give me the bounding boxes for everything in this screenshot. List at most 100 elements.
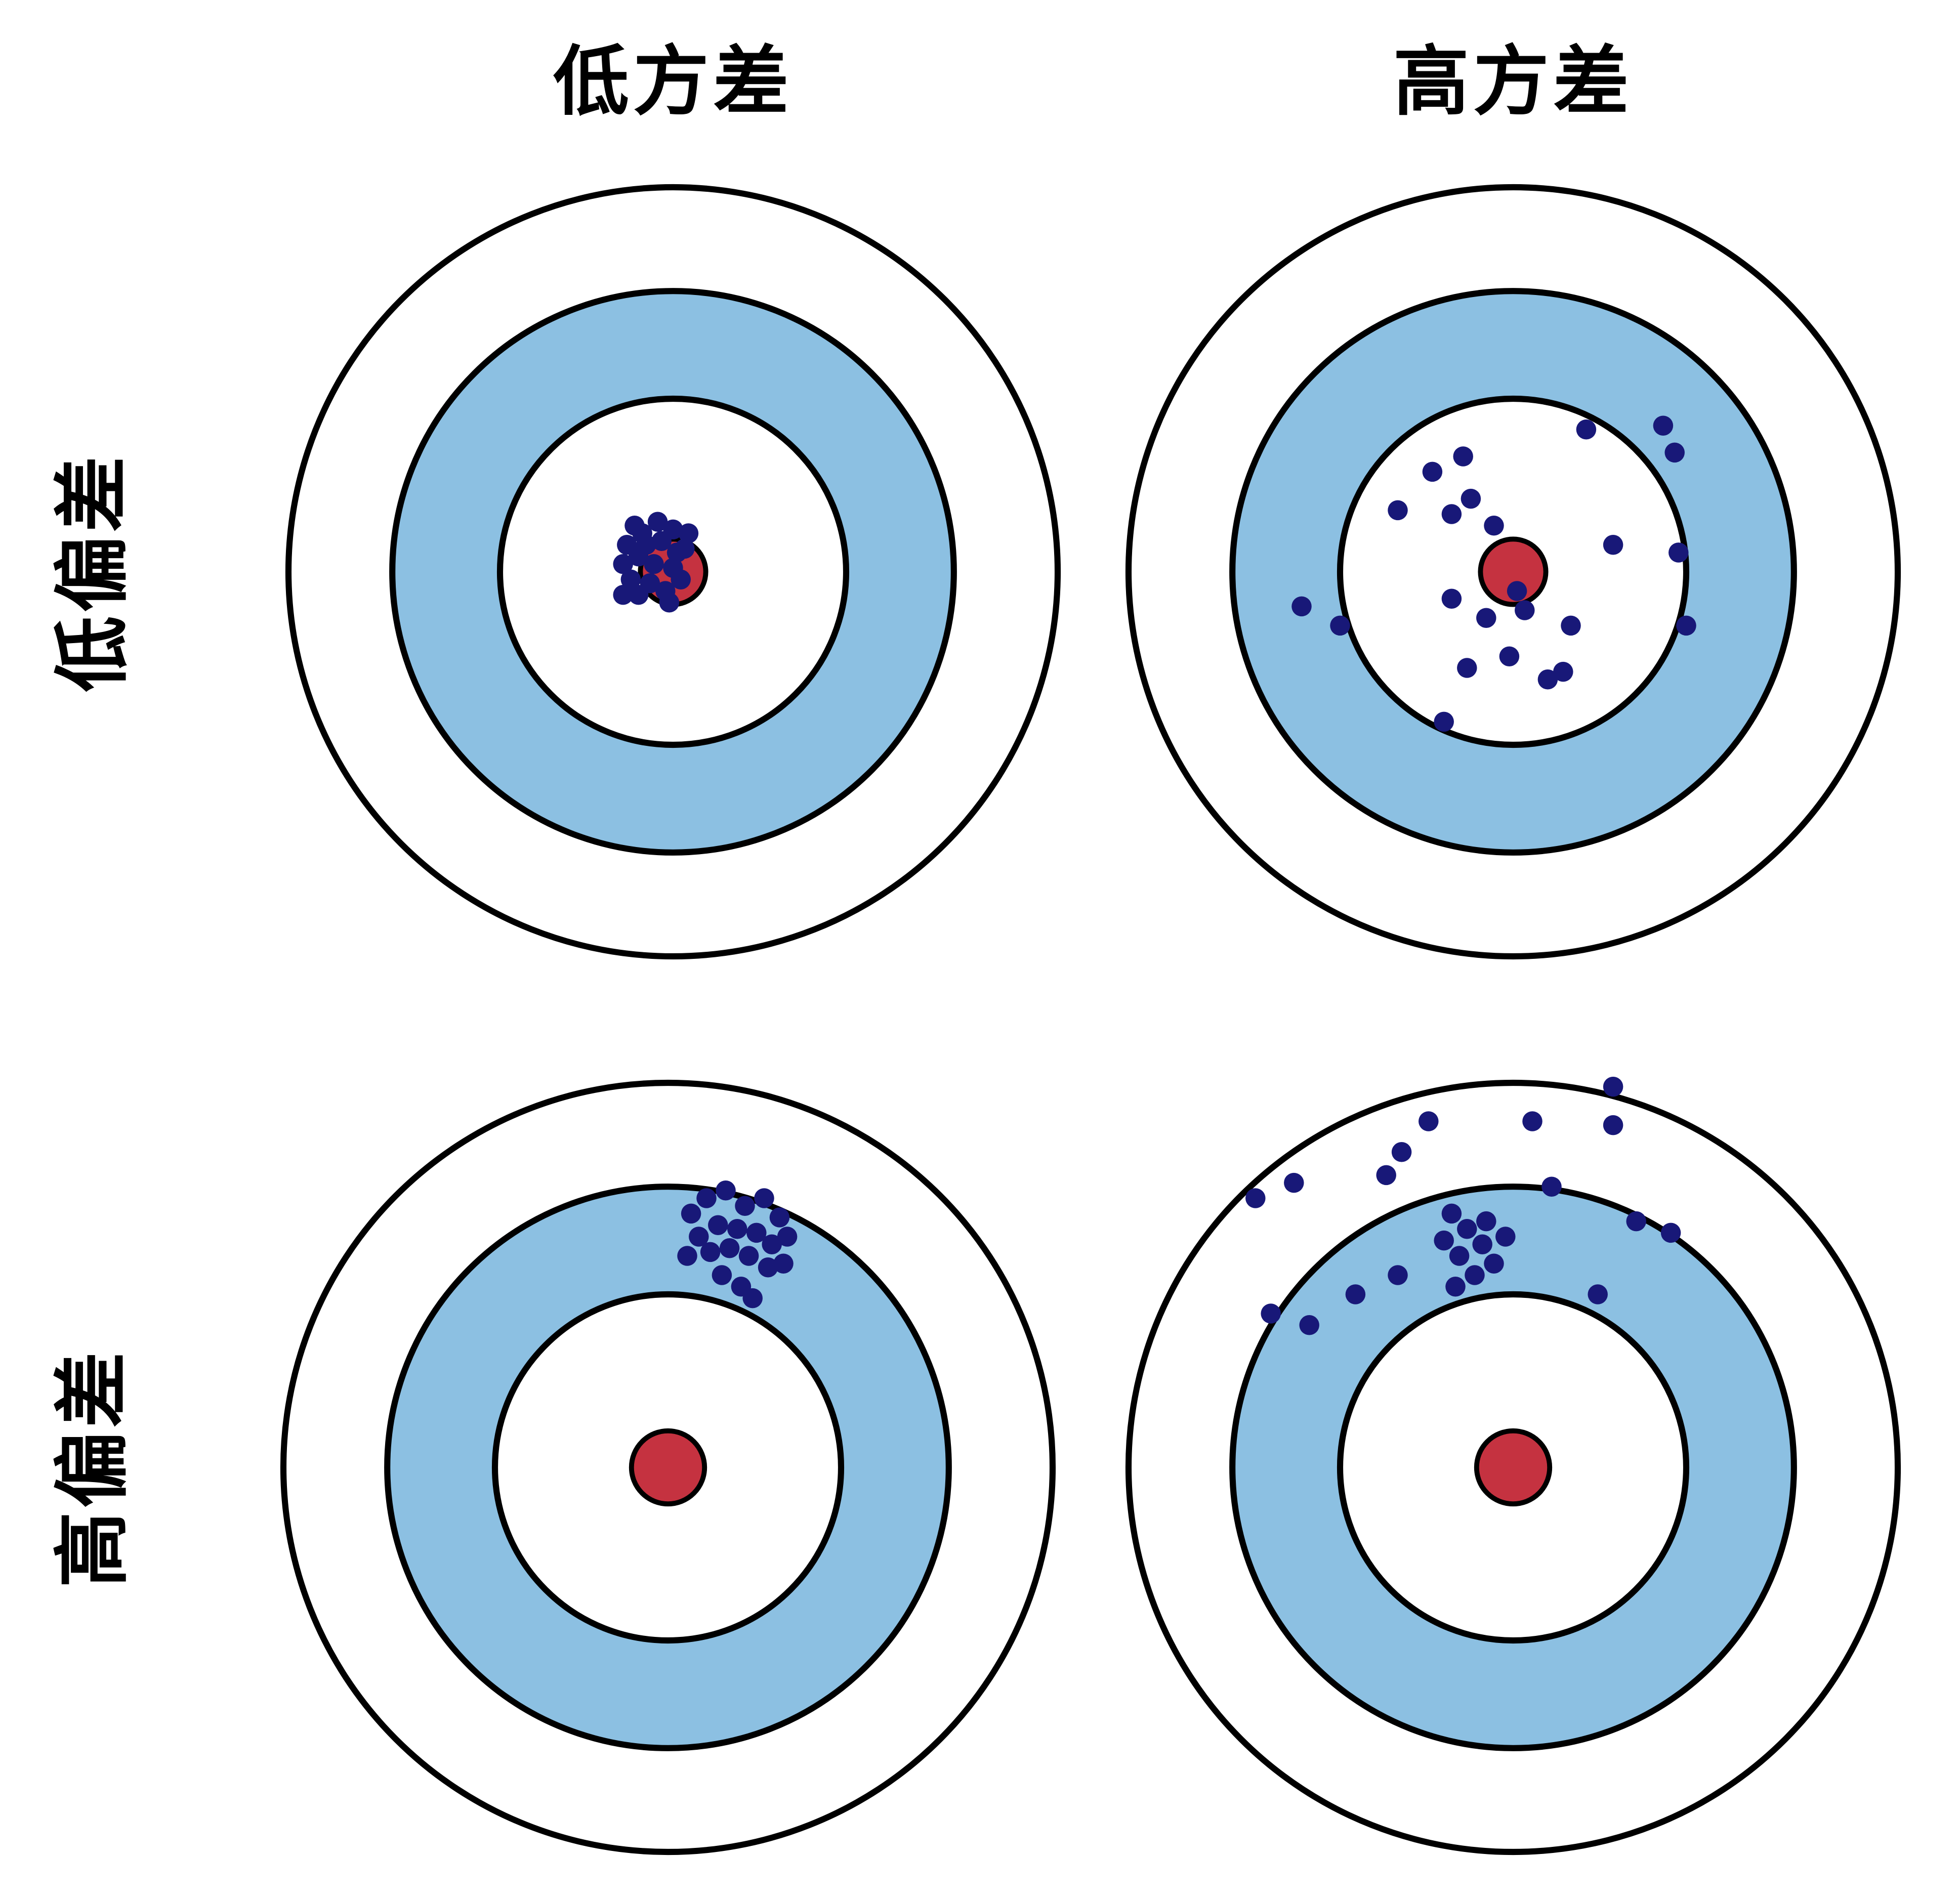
shot-dot (1603, 1115, 1623, 1135)
shot-dot (677, 1246, 697, 1266)
shot-dot (647, 512, 668, 532)
shot-dot (1391, 1142, 1412, 1162)
target-low-bias-high-variance (1125, 184, 1901, 960)
shot-dot (1419, 1111, 1439, 1131)
shot-dots (677, 1180, 798, 1309)
shot-dot (1484, 1253, 1504, 1274)
shot-dot (624, 516, 645, 536)
shot-dot (1445, 1277, 1466, 1297)
bullseye (629, 1428, 707, 1507)
shot-dot (1476, 1211, 1496, 1232)
row-header-low-bias: 低偏差 (10, 187, 162, 956)
shot-dot (1291, 596, 1312, 617)
shot-dot (671, 569, 691, 589)
shot-dot (1284, 1172, 1304, 1193)
shot-dot (1626, 1211, 1646, 1232)
shot-dot (1457, 658, 1477, 678)
row-header-low-bias-label: 低偏差 (51, 451, 136, 692)
shot-dot (1330, 615, 1350, 636)
shot-dot (636, 535, 656, 555)
shot-dot (620, 569, 641, 589)
shot-dot (1522, 1111, 1542, 1131)
shot-dot (1465, 1265, 1485, 1285)
shot-dot (1669, 542, 1689, 563)
shot-dot (1376, 1165, 1396, 1186)
shot-dot (1388, 500, 1408, 521)
shot-dot (613, 584, 633, 605)
column-header-high-variance: 高方差 (1393, 40, 1633, 124)
shot-dot (1553, 661, 1573, 682)
shot-dot (1388, 1265, 1408, 1285)
shot-dot (1422, 461, 1443, 482)
shot-dot (675, 538, 695, 559)
shot-dot (769, 1207, 790, 1228)
shot-dot (1561, 615, 1581, 636)
shot-dot (1603, 1076, 1623, 1097)
shot-dot (708, 1215, 728, 1235)
shot-dot (681, 1203, 701, 1224)
shot-dot (758, 1257, 778, 1278)
shot-dot (742, 1288, 763, 1309)
shot-dot (1653, 415, 1674, 436)
shot-dot (1495, 1227, 1516, 1247)
shot-dot (689, 1227, 709, 1247)
shot-dot (628, 584, 649, 605)
shot-dot (1476, 608, 1496, 628)
shot-dot (1507, 581, 1527, 601)
shot-dot (754, 1188, 774, 1208)
shot-dot (1541, 1176, 1562, 1197)
shot-dot (1664, 442, 1685, 463)
shot-dot (613, 554, 633, 574)
shot-dot (1434, 1230, 1454, 1251)
shot-dots (1291, 415, 1696, 732)
shot-dot (716, 1180, 736, 1201)
shot-dot (738, 1246, 759, 1266)
shot-dot (1499, 646, 1520, 666)
shot-dot (1453, 446, 1473, 467)
shot-dot (773, 1253, 794, 1274)
shot-dot (1576, 419, 1597, 440)
shot-dot (1588, 1284, 1608, 1304)
target-low-bias-low-variance (285, 184, 1061, 960)
shot-dot (644, 554, 664, 574)
shot-dot (1484, 516, 1504, 536)
shot-dot (659, 593, 680, 613)
column-header-low-variance: 低方差 (553, 40, 793, 124)
shot-dot (1441, 1203, 1462, 1224)
row-header-high-bias-label: 高偏差 (51, 1347, 136, 1588)
shot-dot (1676, 615, 1696, 636)
shot-dot (1457, 1219, 1477, 1239)
shot-dot (1441, 588, 1462, 609)
shot-dot (777, 1227, 798, 1247)
shot-dot (696, 1188, 717, 1208)
shot-dot (735, 1196, 755, 1216)
shot-dot (1441, 504, 1462, 524)
shot-dot (1660, 1222, 1681, 1243)
shot-dot (1434, 711, 1454, 732)
target-high-bias-high-variance (1125, 1076, 1901, 1855)
bullseye (1478, 536, 1549, 607)
shot-dot (762, 1234, 782, 1254)
target-high-bias-low-variance (280, 1079, 1056, 1855)
bullseye (1474, 1428, 1553, 1507)
shot-dot (1515, 600, 1535, 620)
shot-dot (1472, 1234, 1492, 1254)
shot-dot (1261, 1303, 1281, 1324)
shot-dot (1245, 1188, 1266, 1208)
row-header-high-bias: 高偏差 (10, 1083, 162, 1852)
shot-dot (1537, 669, 1558, 690)
shot-dot (1449, 1246, 1470, 1266)
shot-dot (727, 1219, 747, 1239)
shot-dot (663, 519, 683, 540)
shot-dot (712, 1265, 732, 1285)
shot-dots (1245, 1076, 1681, 1335)
shot-dot (719, 1238, 740, 1258)
shot-dot (1603, 535, 1623, 555)
shot-dot (746, 1222, 767, 1243)
shot-dot (678, 523, 699, 543)
shot-dots (613, 512, 699, 613)
shot-dot (1299, 1315, 1319, 1335)
shot-dot (1461, 488, 1481, 509)
shot-dot (1345, 1284, 1366, 1304)
